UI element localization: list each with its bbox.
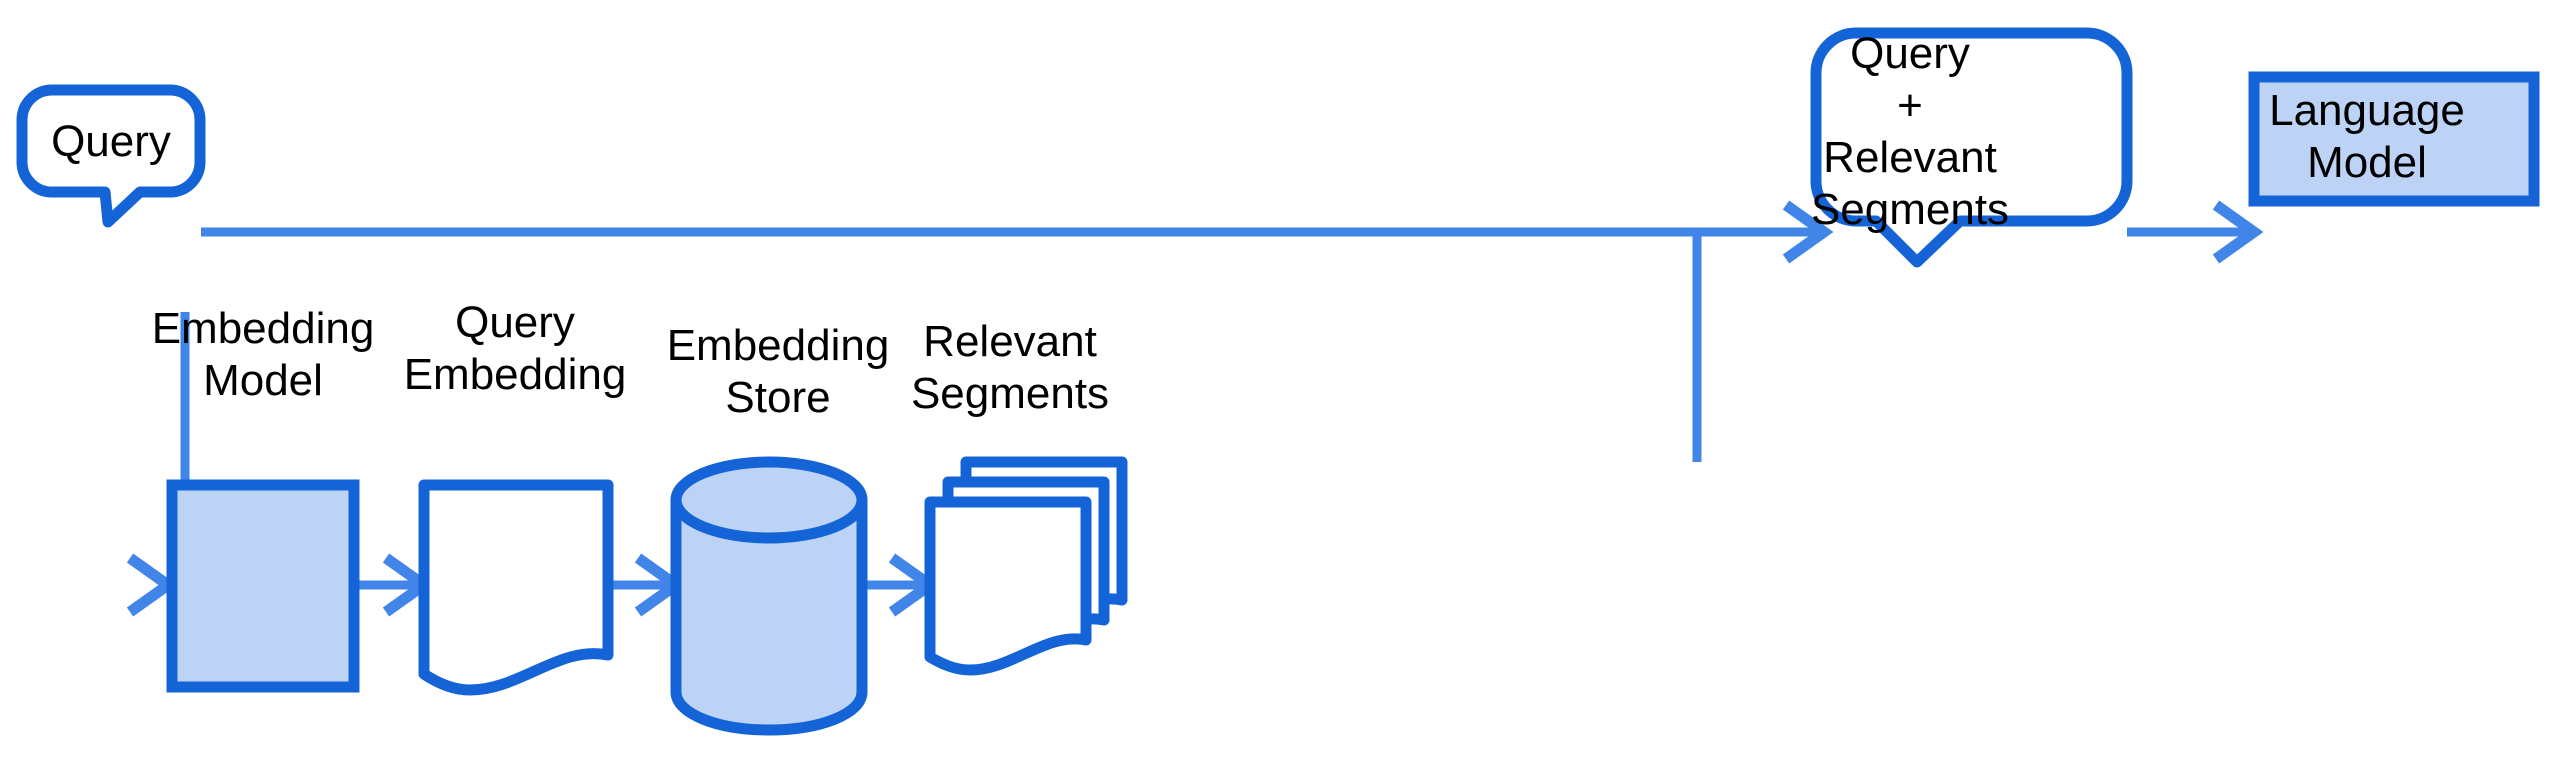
language-model-shape[interactable] (2248, 71, 2540, 207)
node-query-embedding[interactable] (418, 479, 614, 696)
arrowhead-into-embedding-model (126, 553, 178, 617)
node-embedding-model[interactable] (166, 479, 360, 693)
node-query-plus-relevant-segments[interactable] (1810, 27, 2133, 268)
query-plus-relevant-segments-callout-shape[interactable] (1810, 27, 2133, 268)
query-embedding-shape[interactable] (418, 479, 614, 696)
embedding-store-body[interactable] (670, 494, 868, 736)
embedding-model-shape[interactable] (166, 479, 360, 693)
node-language-model[interactable] (2248, 71, 2540, 207)
arrowhead-into-language-model (2212, 200, 2264, 264)
node-query[interactable] (16, 84, 206, 228)
relevant-segments-doc-front[interactable] (924, 496, 1092, 676)
connector-layer (168, 227, 2254, 590)
arrowhead-into-combiner (1782, 200, 1834, 264)
query-callout-shape[interactable] (16, 84, 206, 228)
embedding-store-top-ellipse (670, 456, 868, 544)
node-relevant-segments[interactable] (924, 456, 1128, 676)
node-embedding-store[interactable] (670, 456, 868, 736)
